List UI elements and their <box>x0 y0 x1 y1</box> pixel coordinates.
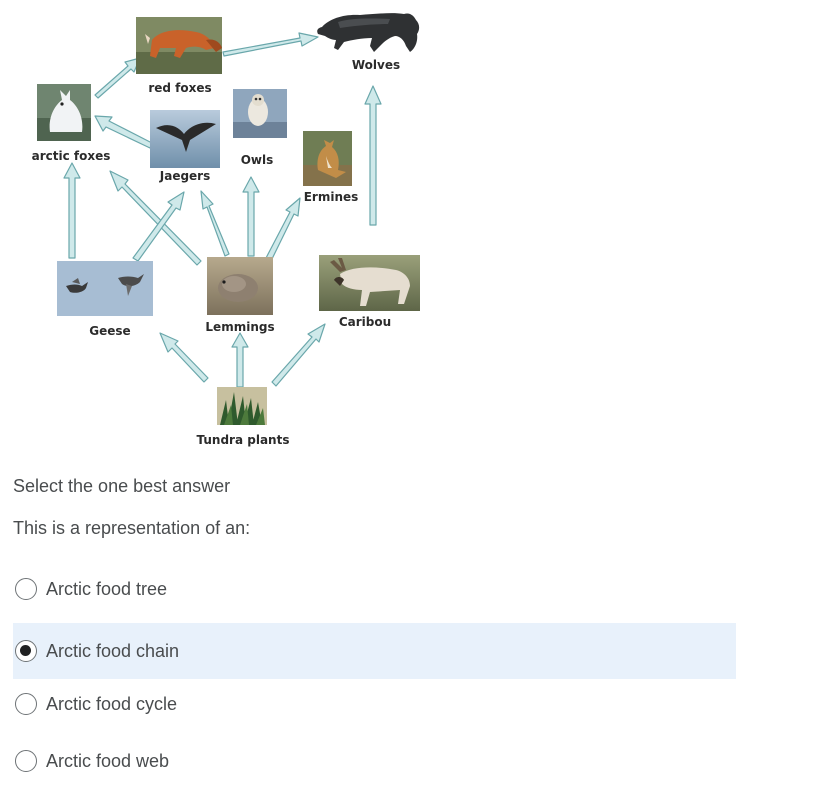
label-ermines: Ermines <box>304 190 359 204</box>
option-label: Arctic food web <box>46 750 170 771</box>
option-label: Arctic food cycle <box>46 693 178 714</box>
organism-labels: Wolves red foxes arctic foxes Owls Jaege… <box>32 58 401 447</box>
arrow-redfox-to-wolves <box>222 32 319 57</box>
radio-button[interactable] <box>15 578 37 600</box>
geese-photo <box>57 261 153 316</box>
label-lemmings: Lemmings <box>205 320 274 334</box>
arrow-caribou-to-wolves <box>364 85 382 226</box>
red-fox-photo <box>136 17 222 74</box>
arrow-plants-to-lemmings <box>231 332 249 388</box>
tundra-plants-photo <box>217 387 267 425</box>
radio-button[interactable] <box>15 750 37 772</box>
question-instruction: Select the one best answer <box>13 476 231 496</box>
owl-photo <box>233 89 287 138</box>
arrow-lemmings-to-arcticfox <box>109 170 202 266</box>
arrow-lemmings-to-owls <box>242 176 260 257</box>
arrow-lemmings-to-ermines <box>265 197 301 262</box>
radio-button[interactable] <box>15 693 37 715</box>
question-prompt: This is a representation of an: <box>13 518 251 538</box>
label-red-foxes: red foxes <box>148 81 211 95</box>
arrow-geese-to-jaegers <box>132 191 185 262</box>
arrow-plants-to-caribou <box>271 323 326 387</box>
label-tundra-plants: Tundra plants <box>197 433 290 447</box>
label-arctic-foxes: arctic foxes <box>32 149 111 163</box>
arrow-plants-to-geese <box>159 332 209 383</box>
option-arctic-food-cycle[interactable]: Arctic food cycle <box>13 676 736 732</box>
arctic-food-web-diagram: Wolves red foxes arctic foxes Owls Jaege… <box>32 13 420 447</box>
arrow-jaeger-to-arcticfox <box>94 115 153 149</box>
option-label: Arctic food chain <box>46 640 180 661</box>
option-arctic-food-chain[interactable]: Arctic food chain <box>13 623 736 679</box>
label-owls: Owls <box>241 153 274 167</box>
wolf-illustration <box>317 13 420 52</box>
label-caribou: Caribou <box>339 315 391 329</box>
lemming-photo <box>207 257 273 315</box>
radio-button[interactable] <box>15 640 37 662</box>
food-web-arrows <box>63 32 382 388</box>
arrow-arcticfox-to-redfox <box>94 57 141 99</box>
option-label: Arctic food tree <box>46 578 168 599</box>
label-geese: Geese <box>89 324 130 338</box>
ermine-photo <box>303 131 352 186</box>
option-arctic-food-tree[interactable]: Arctic food tree <box>13 561 736 617</box>
arrow-geese-to-arcticfox <box>63 162 81 259</box>
caribou-photo <box>319 255 420 311</box>
arrow-lemmings-to-jaegers <box>200 190 230 257</box>
label-wolves: Wolves <box>352 58 400 72</box>
option-arctic-food-web[interactable]: Arctic food web <box>13 733 736 789</box>
label-jaegers: Jaegers <box>159 169 211 183</box>
arctic-fox-photo <box>37 84 91 141</box>
jaeger-photo <box>150 110 220 168</box>
